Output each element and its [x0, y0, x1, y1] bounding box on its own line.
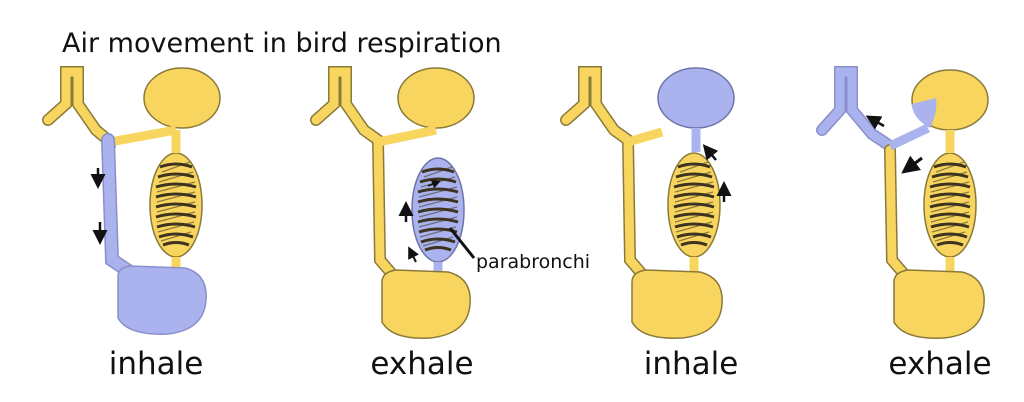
arrow	[427, 180, 441, 189]
stage-2-diagram	[310, 66, 476, 339]
posterior-air-sac	[631, 269, 723, 339]
arrow	[702, 144, 719, 161]
arrow	[901, 155, 923, 174]
anterior-air-sac	[397, 67, 475, 129]
arrow	[408, 246, 419, 263]
callout-pointer	[448, 227, 476, 259]
diagram-title: Air movement in bird respiration	[62, 28, 502, 59]
anterior-air-sac	[657, 67, 735, 129]
stage-1-diagram	[42, 66, 221, 335]
posterior-air-sac	[381, 269, 471, 339]
stage-4-label: exhale	[888, 346, 992, 382]
arrow	[865, 115, 885, 130]
stage-1-label: inhale	[108, 346, 204, 382]
stage-4-diagram	[816, 66, 989, 339]
posterior-air-sac	[117, 265, 207, 335]
stage-2-label: exhale	[370, 346, 474, 382]
stage-3-label: inhale	[643, 346, 739, 382]
stage-3-diagram	[560, 66, 735, 339]
parabronchi-label: parabronchi	[476, 251, 591, 273]
posterior-air-sac	[893, 269, 985, 339]
anterior-air-sac	[143, 67, 221, 129]
